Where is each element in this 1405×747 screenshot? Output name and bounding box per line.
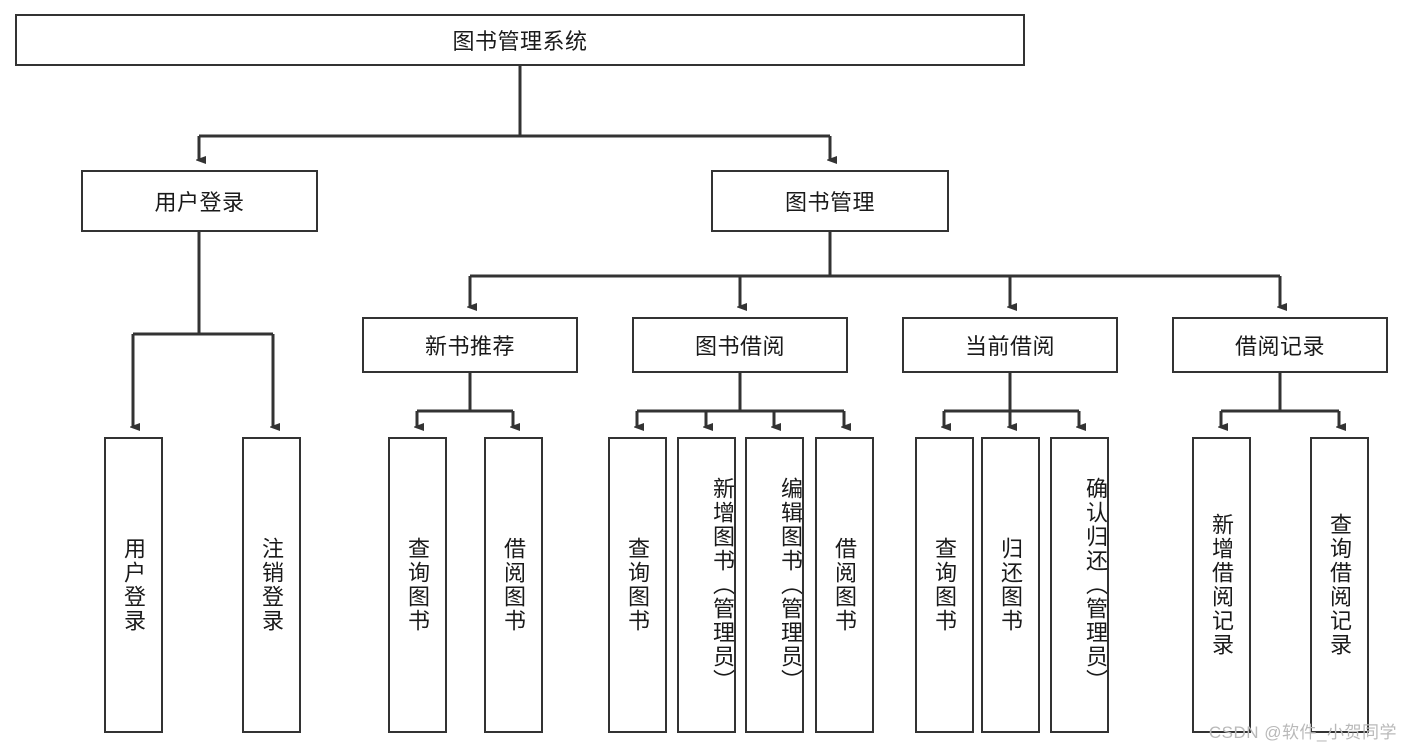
node-borrow-record-label: 借阅记录 [1234,334,1325,359]
leaf-edit-book[interactable]: 编辑图书（管理员） [745,437,804,733]
leaf-borrow-book-1-label: 借阅图书 [501,537,527,633]
node-root-label: 图书管理系统 [452,29,588,54]
node-new-book-recommend[interactable]: 新书推荐 [362,317,578,373]
leaf-query-book-2-label: 查询图书 [625,537,651,633]
node-current-borrow-label: 当前借阅 [964,334,1055,359]
leaf-confirm-return[interactable]: 确认归还（管理员） [1050,437,1109,733]
leaf-logout-login[interactable]: 注销登录 [242,437,301,733]
leaf-add-book-label: 新增图书（管理员） [710,477,735,693]
leaf-return-book-label: 归还图书 [998,537,1024,633]
leaf-borrow-book-2[interactable]: 借阅图书 [815,437,874,733]
node-user-login[interactable]: 用户登录 [81,170,318,232]
leaf-return-book[interactable]: 归还图书 [981,437,1040,733]
leaf-query-record-label: 查询借阅记录 [1327,513,1353,657]
node-root[interactable]: 图书管理系统 [15,14,1025,66]
leaf-logout-login-label: 注销登录 [259,537,285,633]
node-new-book-recommend-label: 新书推荐 [424,334,515,359]
node-book-borrow-label: 图书借阅 [694,334,785,359]
leaf-borrow-book-1[interactable]: 借阅图书 [484,437,543,733]
node-book-borrow[interactable]: 图书借阅 [632,317,848,373]
leaf-confirm-return-label: 确认归还（管理员） [1083,477,1108,693]
node-book-management[interactable]: 图书管理 [711,170,949,232]
leaf-query-record[interactable]: 查询借阅记录 [1310,437,1369,733]
leaf-query-book-2[interactable]: 查询图书 [608,437,667,733]
leaf-user-login-label: 用户登录 [121,537,147,633]
leaf-query-book-1-label: 查询图书 [405,537,431,633]
leaf-edit-book-label: 编辑图书（管理员） [778,477,803,693]
node-book-management-label: 图书管理 [784,190,875,215]
leaf-user-login[interactable]: 用户登录 [104,437,163,733]
node-borrow-record[interactable]: 借阅记录 [1172,317,1388,373]
node-current-borrow[interactable]: 当前借阅 [902,317,1118,373]
leaf-add-book[interactable]: 新增图书（管理员） [677,437,736,733]
leaf-add-record[interactable]: 新增借阅记录 [1192,437,1251,733]
node-user-login-label: 用户登录 [154,190,245,215]
leaf-add-record-label: 新增借阅记录 [1209,513,1235,657]
leaf-query-book-3[interactable]: 查询图书 [915,437,974,733]
watermark: CSDN @软件_小贺同学 [1208,723,1397,742]
leaf-query-book-1[interactable]: 查询图书 [388,437,447,733]
leaf-borrow-book-2-label: 借阅图书 [832,537,858,633]
leaf-query-book-3-label: 查询图书 [932,537,958,633]
